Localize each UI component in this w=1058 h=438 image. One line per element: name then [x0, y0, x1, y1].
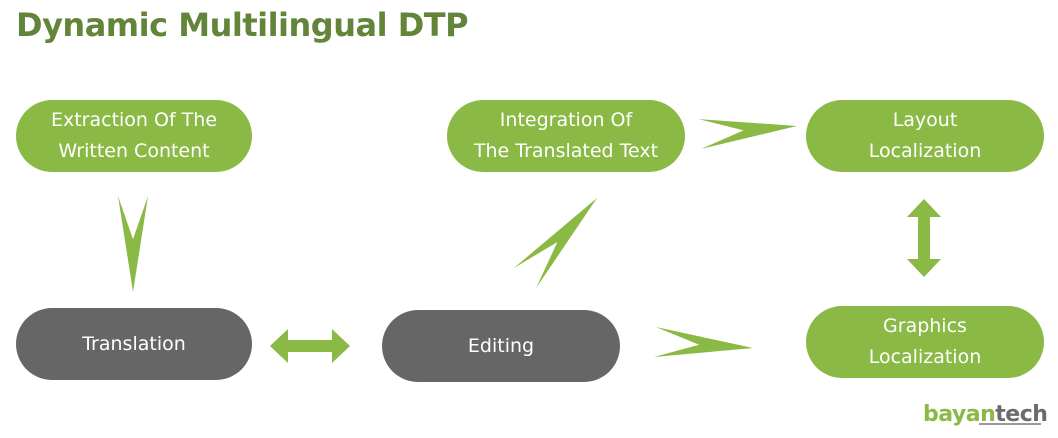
arrow-layout-graphics	[907, 199, 941, 277]
node-label-line: Editing	[467, 334, 535, 357]
logo-text-bayan: bayan	[923, 402, 996, 427]
arrow-integration-to-layout	[698, 119, 797, 149]
node-label-line: The Translated Text	[473, 140, 659, 162]
node-integration-of-translated-text: Integration Of The Translated Text	[447, 100, 685, 172]
arrow-translation-editing	[270, 329, 350, 363]
node-label-line: Localization	[868, 140, 982, 162]
node-label-line: Graphics	[883, 315, 967, 337]
node-label-line: Extraction Of The	[50, 109, 218, 131]
arrow-editing-to-integration	[513, 198, 597, 288]
arrow-editing-to-graphics	[654, 327, 753, 357]
node-label-line: Localization	[868, 346, 982, 368]
node-label-line: Written Content	[58, 140, 210, 162]
bayantech-logo: bayantech	[923, 402, 1048, 428]
arrow-extraction-to-translation	[118, 196, 148, 292]
node-label-line: Integration Of	[499, 109, 633, 131]
node-label-line: Translation	[82, 332, 186, 355]
logo-tagline-mark	[979, 423, 1041, 425]
node-editing: Editing	[382, 310, 620, 382]
node-translation: Translation	[16, 308, 252, 380]
logo-text-tech: tech	[995, 402, 1048, 427]
node-label-line: Layout	[892, 109, 958, 131]
page-title: Dynamic Multilingual DTP	[16, 6, 469, 44]
